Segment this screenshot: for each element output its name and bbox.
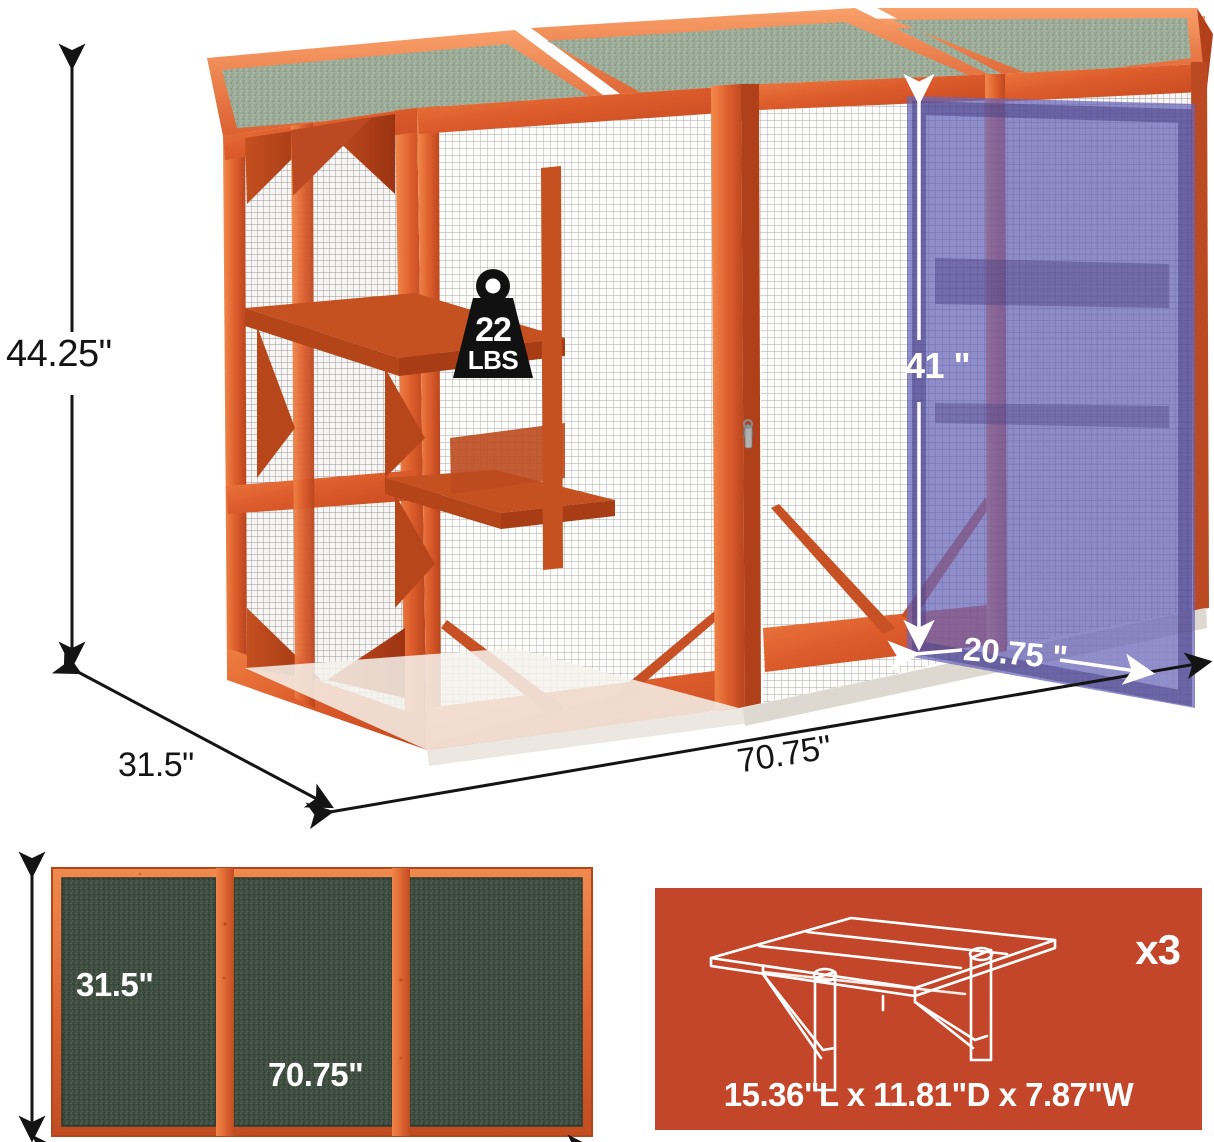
shelf-platform-card: x3 15.36"L x 11.81"D x 7.87"W xyxy=(655,888,1202,1130)
open-door-overlay xyxy=(907,96,1195,708)
door-height-dimension-label: 41 " xyxy=(905,345,971,386)
interior-platform-upper xyxy=(245,293,565,478)
shelf-dimensions-label: 15.36"L x 11.81"D x 7.87"W xyxy=(723,1076,1134,1113)
roof-panel-dimension-lines xyxy=(18,851,595,1142)
depth-dimension-label: 31.5" xyxy=(118,746,194,784)
far-right-post xyxy=(1191,62,1209,612)
weight-unit: LBS xyxy=(467,345,519,375)
door-depth-line-right xyxy=(1059,653,1156,685)
roof-height-dimension-label: 31.5" xyxy=(76,966,154,1003)
center-divider-post xyxy=(711,84,761,724)
weight-badge: 22 LBS xyxy=(445,266,541,384)
roof-panel-illustration xyxy=(51,867,593,1137)
roof-panel-card xyxy=(18,851,600,1142)
depth-dimension-line xyxy=(51,649,334,809)
shelf-quantity-label: x3 xyxy=(1135,926,1181,973)
interior-post xyxy=(541,166,563,570)
length-dimension-line xyxy=(305,652,1213,830)
main-dimension-lines xyxy=(51,43,1213,830)
door-depth-line-left xyxy=(887,640,963,672)
door-depth-dimension-label: 20.75 " xyxy=(961,630,1069,676)
height-dimension-label: 44.25" xyxy=(6,333,112,375)
interior-frame-left xyxy=(291,118,371,708)
roof-width-dimension-label: 70.75" xyxy=(268,1056,364,1093)
roof-panel-assembly xyxy=(207,8,1203,136)
interior-ramp xyxy=(450,423,565,494)
weight-icon xyxy=(453,269,533,378)
weight-value: 22 xyxy=(475,311,512,349)
door-latch-icon xyxy=(743,419,753,449)
shelf-platform-icon xyxy=(709,916,1057,1092)
